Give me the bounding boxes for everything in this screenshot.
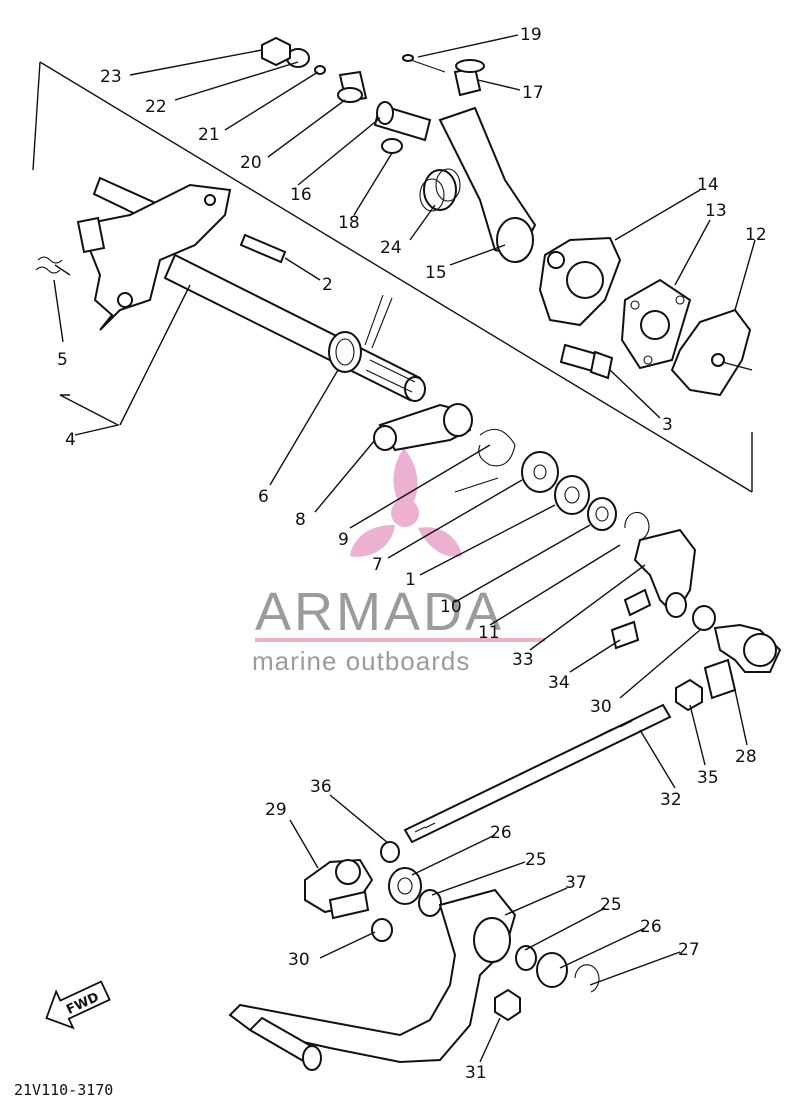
- callout-5: 5: [57, 350, 68, 370]
- callout-26a: 26: [490, 823, 512, 843]
- callout-7: 7: [372, 555, 383, 575]
- callout-15: 15: [425, 263, 447, 283]
- callout-28: 28: [735, 747, 757, 767]
- callout-19: 19: [520, 25, 542, 45]
- callout-33: 33: [512, 650, 534, 670]
- watermark-logo: ARMADA marine outboards: [252, 448, 545, 676]
- callout-22: 22: [145, 97, 167, 117]
- callout-10: 10: [440, 597, 462, 617]
- callout-31: 31: [465, 1063, 487, 1083]
- callout-26b: 26: [640, 917, 662, 937]
- callout-1: 1: [405, 570, 416, 590]
- assembly-outline: [32, 61, 753, 493]
- callout-32: 32: [660, 790, 682, 810]
- shift-shaft-assembly: [35, 176, 426, 402]
- callout-6: 6: [258, 487, 269, 507]
- callout-18: 18: [338, 213, 360, 233]
- callout-3: 3: [662, 415, 673, 435]
- callout-14: 14: [697, 175, 719, 195]
- callout-30b: 30: [288, 950, 310, 970]
- callout-17: 17: [522, 83, 544, 103]
- callout-20: 20: [240, 153, 262, 173]
- linkage-assembly: [261, 36, 537, 263]
- callout-9: 9: [338, 530, 349, 550]
- fwd-arrow-icon: FWD: [45, 980, 111, 1030]
- callout-34: 34: [548, 673, 570, 693]
- callout-labels: 1 2 3 4 5 6 7 8 9 10 11 12 13 14 15 16 1…: [57, 25, 767, 1083]
- middle-parts: [373, 403, 650, 541]
- callout-16: 16: [290, 185, 312, 205]
- watermark-brand: ARMADA: [255, 582, 504, 642]
- callout-4: 4: [65, 430, 76, 450]
- callout-24: 24: [380, 238, 402, 258]
- callout-8: 8: [295, 510, 306, 530]
- callout-29: 29: [265, 800, 287, 820]
- part-code: 21V110-3170: [14, 1081, 113, 1099]
- callout-37: 37: [565, 873, 587, 893]
- leader-lines: [53, 34, 756, 1063]
- lower-lever-assembly: [228, 841, 600, 1071]
- callout-23: 23: [100, 67, 122, 87]
- lever-assembly: [610, 528, 782, 712]
- callout-2: 2: [322, 275, 333, 295]
- callout-25b: 25: [600, 895, 622, 915]
- propeller-icon: [350, 448, 462, 557]
- callout-30a: 30: [590, 697, 612, 717]
- callout-25a: 25: [525, 850, 547, 870]
- callout-36: 36: [310, 777, 332, 797]
- callout-27: 27: [678, 940, 700, 960]
- callout-12: 12: [745, 225, 767, 245]
- plate-assembly: [538, 236, 752, 397]
- callout-13: 13: [705, 201, 727, 221]
- rod-32: [403, 703, 672, 844]
- watermark-tagline: marine outboards: [252, 646, 470, 676]
- callout-11: 11: [478, 623, 500, 643]
- callout-21: 21: [198, 125, 220, 145]
- callout-35: 35: [697, 768, 719, 788]
